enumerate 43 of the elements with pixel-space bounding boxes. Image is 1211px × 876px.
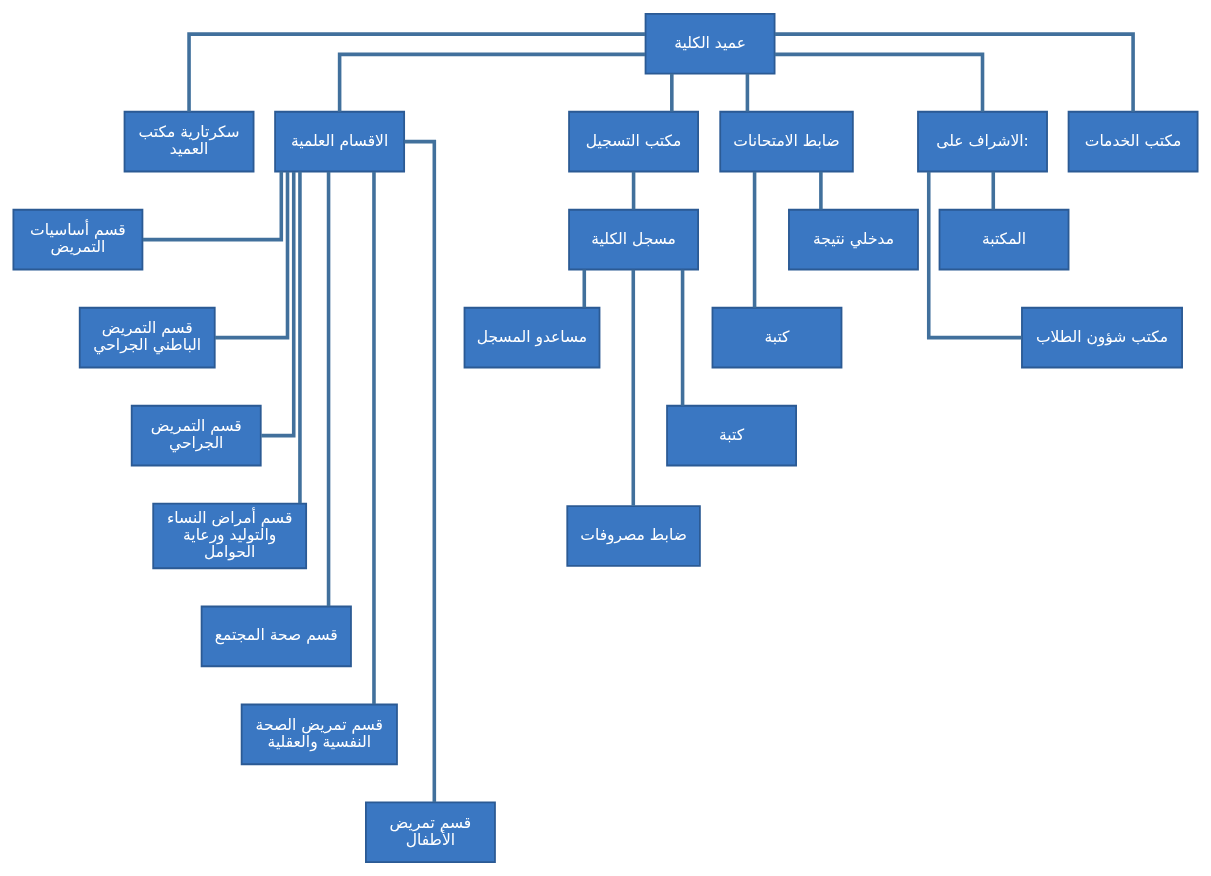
connector xyxy=(774,32,1135,112)
connector xyxy=(326,171,331,607)
connector xyxy=(372,171,376,705)
node-box: قسم تمريض الصحة النفسية والعقلية xyxy=(240,703,398,766)
connector xyxy=(187,32,646,112)
node-box: الاقسام العلمية xyxy=(274,110,406,173)
node-box: قسم أمراض النساء والتوليد ورعاية الحوامل xyxy=(152,502,308,570)
node-box: قسم تمريض الأطفال xyxy=(365,801,496,864)
connector xyxy=(214,171,290,340)
node-box: ضابط الامتحانات xyxy=(719,110,854,173)
connector xyxy=(298,171,302,504)
connector xyxy=(774,52,985,112)
node-box: ضابط مصروفات xyxy=(566,505,701,567)
node-box: مكتب الخدمات xyxy=(1067,110,1199,173)
connector xyxy=(819,171,823,210)
node-box: كتبة xyxy=(666,404,797,467)
connector xyxy=(926,171,1022,340)
connector xyxy=(680,269,685,406)
connector xyxy=(752,171,757,308)
connector xyxy=(261,172,296,438)
node-box: مكتب شؤون الطلاب xyxy=(1021,306,1183,369)
node-box: قسم صحة المجتمع xyxy=(200,605,352,668)
connector xyxy=(631,171,636,210)
connector xyxy=(991,171,996,210)
node-box: مكتب التسجيل xyxy=(568,110,699,173)
node-box: قسم التمريض الباطني الجراحي xyxy=(78,306,216,369)
node-box: الاشراف على: xyxy=(917,110,1048,173)
node-box: قسم أساسيات التمريض xyxy=(12,208,144,271)
node-box: مساعدو المسجل xyxy=(463,306,601,369)
connector xyxy=(337,52,646,112)
node-box: قسم التمريض الجراحي xyxy=(130,404,262,467)
node-box: سكرتارية مكتب العميد xyxy=(123,110,255,173)
connector xyxy=(582,269,587,308)
node-box: مدخلي نتيجة xyxy=(788,208,919,271)
node-box: كتبة xyxy=(711,306,843,369)
connector xyxy=(404,139,437,803)
node-box: مسجل الكلية xyxy=(568,208,699,271)
node-box: عميد الكلية xyxy=(644,12,776,75)
connector xyxy=(631,269,636,506)
node-box: المكتبة xyxy=(938,208,1070,271)
connector xyxy=(745,73,750,112)
connector xyxy=(142,171,284,242)
connector xyxy=(670,73,674,112)
